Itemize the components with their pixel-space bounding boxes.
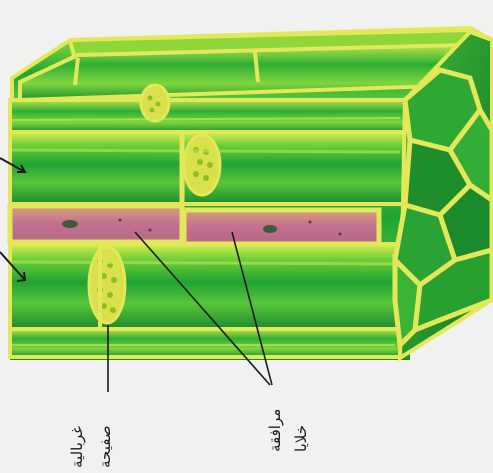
sieve-plate-label: صفيحة غربالية — [58, 388, 128, 468]
companion-cells — [10, 206, 379, 244]
companion-cells-label-line2: مرافقة — [266, 409, 284, 452]
sieve-plate-label-line1: صفيحة — [96, 425, 114, 468]
tissue-block — [10, 28, 492, 360]
sieve-plate-label-line2: غربالية — [68, 426, 86, 468]
companion-cells-label-line1: خلايا — [292, 425, 310, 452]
companion-cells-label: خلايا مرافقة — [248, 392, 320, 452]
